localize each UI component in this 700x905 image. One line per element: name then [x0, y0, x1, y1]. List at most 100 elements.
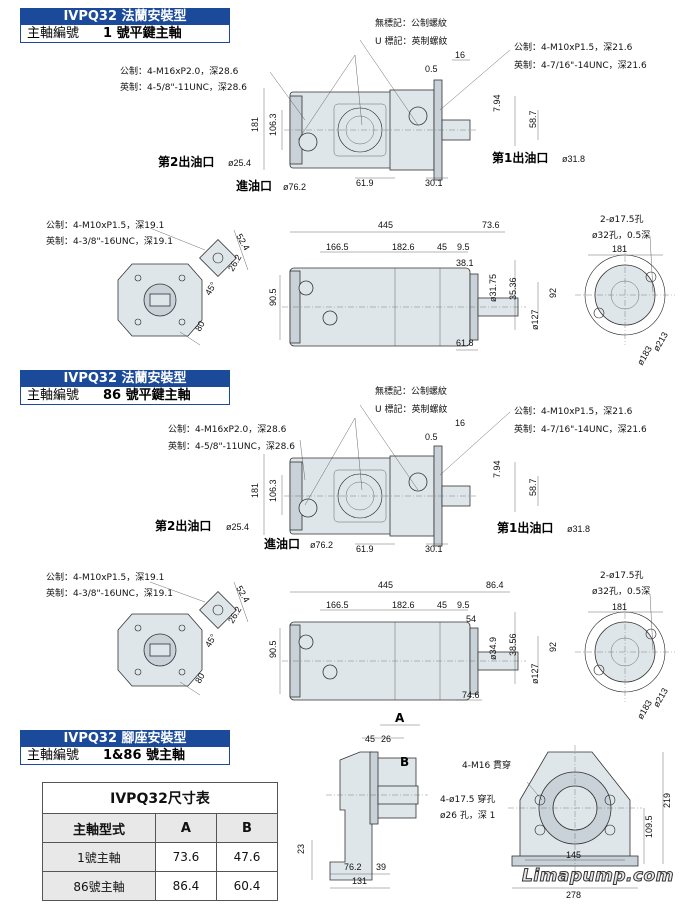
through-hole-note: 4-ø17.5 穿孔 [440, 793, 495, 805]
dim-80: 80 [193, 319, 207, 333]
dim-58.7: 58.7 [528, 478, 538, 496]
dim-106.3: 106.3 [268, 113, 278, 136]
dim-0.5: 0.5 [425, 432, 438, 442]
inlet-diameter: ø76.2 [310, 540, 333, 550]
front-view-1 [117, 227, 249, 346]
inch-port-right: 英制：4-7/16"-14UNC，深21.6 [514, 423, 647, 435]
dim-181: 181 [612, 602, 627, 612]
table-row: 1號主軸 73.6 47.6 [42, 842, 279, 872]
side-view-2 [263, 404, 539, 547]
thread-none-note: 無標記：公制螺紋 [375, 17, 447, 29]
dim-52.4: 52.4 [234, 584, 251, 604]
dim-16: 16 [455, 50, 465, 60]
mount-holes-note: 2-ø17.5孔 [600, 570, 644, 581]
dim-181: 181 [250, 483, 260, 498]
dim-9.5: 9.5 [457, 600, 470, 610]
dim-45-deg: 45° [203, 632, 219, 649]
table-cell: 60.4 [215, 871, 279, 901]
dim-54: 54 [466, 614, 476, 624]
col-header-A: A [154, 813, 217, 843]
inlet-label: 進油口 [236, 178, 272, 193]
dim-16: 16 [455, 418, 465, 428]
outlet-2-diameter: ø25.4 [226, 522, 249, 532]
outlet-2-diameter: ø25.4 [228, 158, 251, 168]
flange-end-view-2 [574, 593, 676, 703]
dim-61.8: 61.8 [456, 338, 474, 348]
table-cell: 86號主軸 [42, 871, 156, 901]
dim-9.5: 9.5 [457, 242, 470, 252]
dim-127: ø127 [530, 309, 540, 330]
inch-port-right: 英制：4-7/16"-14UNC，深21.6 [514, 59, 647, 71]
dim-213: ø213 [651, 330, 670, 353]
outlet-1-diameter: ø31.8 [562, 154, 585, 164]
dim-106.3: 106.3 [268, 479, 278, 502]
mount-holes-note: 2-ø17.5孔 [600, 214, 644, 225]
watermark: Limapump.com [522, 866, 674, 887]
dim-7.94: 7.94 [492, 460, 502, 478]
dim-213: ø213 [651, 686, 670, 709]
dim-278: 278 [566, 890, 581, 900]
dim-80: 80 [193, 671, 207, 685]
dim-183: ø183 [635, 698, 654, 721]
foot-end-view [508, 745, 664, 889]
table-cell: 86.4 [154, 871, 217, 901]
dim-182.6: 182.6 [392, 600, 415, 610]
dim-131: 131 [352, 876, 367, 886]
outlet-1-label: 第1出油口 [492, 150, 548, 165]
outlet-1-label: 第1出油口 [497, 520, 553, 535]
dim-61.9: 61.9 [356, 544, 374, 554]
header-title: IVPQ32 法蘭安裝型 [20, 370, 230, 387]
thread-u-note: U 標記：英制螺紋 [375, 35, 447, 47]
header-title: IVPQ32 腳座安裝型 [20, 730, 230, 747]
table-cell: 1號主軸 [42, 842, 156, 872]
inch-port-left: 英制：4-5/8"-11UNC，深28.6 [168, 440, 295, 452]
dim-B: B [400, 755, 409, 769]
dim-38.56: 38.56 [508, 633, 518, 656]
metric-port-right: 公制：4-M10xP1.5，深21.6 [514, 41, 633, 53]
dim-166.5: 166.5 [326, 242, 349, 252]
col-header-shaft-type: 主軸型式 [42, 813, 156, 843]
header-title: IVPQ32 法蘭安裝型 [20, 8, 230, 25]
counterbore-note: ø32孔，0.5深 [592, 230, 650, 241]
inch-port-left: 英制：4-5/8"-11UNC，深28.6 [120, 81, 247, 93]
dim-45: 45 [437, 242, 447, 252]
dim-92: 92 [548, 288, 558, 298]
dim-90.5: 90.5 [268, 640, 278, 658]
inch-port: 英制：4-3/8"-16UNC，深19.1 [46, 587, 173, 599]
inch-port: 英制：4-3/8"-16UNC，深19.1 [46, 235, 173, 247]
dimension-table: IVPQ32尺寸表 主軸型式 A B 1號主軸 73.6 47.6 86號主軸 … [42, 782, 279, 901]
dim-7.94: 7.94 [492, 94, 502, 112]
metric-port-left: 公制：4-M16xP2.0，深28.6 [168, 423, 287, 435]
dim-73.6: 73.6 [482, 220, 500, 230]
outlet-2-label: 第2出油口 [158, 154, 214, 169]
dim-166.5: 166.5 [326, 600, 349, 610]
long-side-view-1 [279, 231, 539, 351]
inlet-diameter: ø76.2 [283, 182, 306, 192]
dim-74.6: 74.6 [462, 690, 480, 700]
long-side-view-2 [279, 591, 539, 701]
metric-port: 公制：4-M10xP1.5，深19.1 [46, 571, 164, 583]
metric-port: 公制：4-M10xP1.5，深19.1 [46, 219, 164, 231]
dim-58.7: 58.7 [528, 110, 538, 128]
dim-90.5: 90.5 [268, 288, 278, 306]
dim-45: 45 [365, 734, 375, 744]
metric-port-right: 公制：4-M10xP1.5，深21.6 [514, 405, 633, 417]
metric-port-left: 公制：4-M16xP2.0，深28.6 [120, 65, 239, 77]
outlet-1-diameter: ø31.8 [567, 524, 590, 534]
dim-30.1: 30.1 [425, 178, 443, 188]
dim-30.1: 30.1 [425, 544, 443, 554]
tap-note: 4-M16 貫穿 [462, 759, 511, 771]
dim-109.5: 109.5 [644, 815, 654, 838]
dim-145: 145 [566, 850, 581, 860]
counterbore-note: ø32孔，0.5深 [592, 586, 650, 597]
dim-445: 445 [378, 580, 393, 590]
table-caption: IVPQ32尺寸表 [42, 782, 278, 814]
col-header-B: B [215, 813, 279, 843]
table-row: 86號主軸 86.4 60.4 [42, 871, 279, 901]
front-view-2 [117, 581, 249, 696]
